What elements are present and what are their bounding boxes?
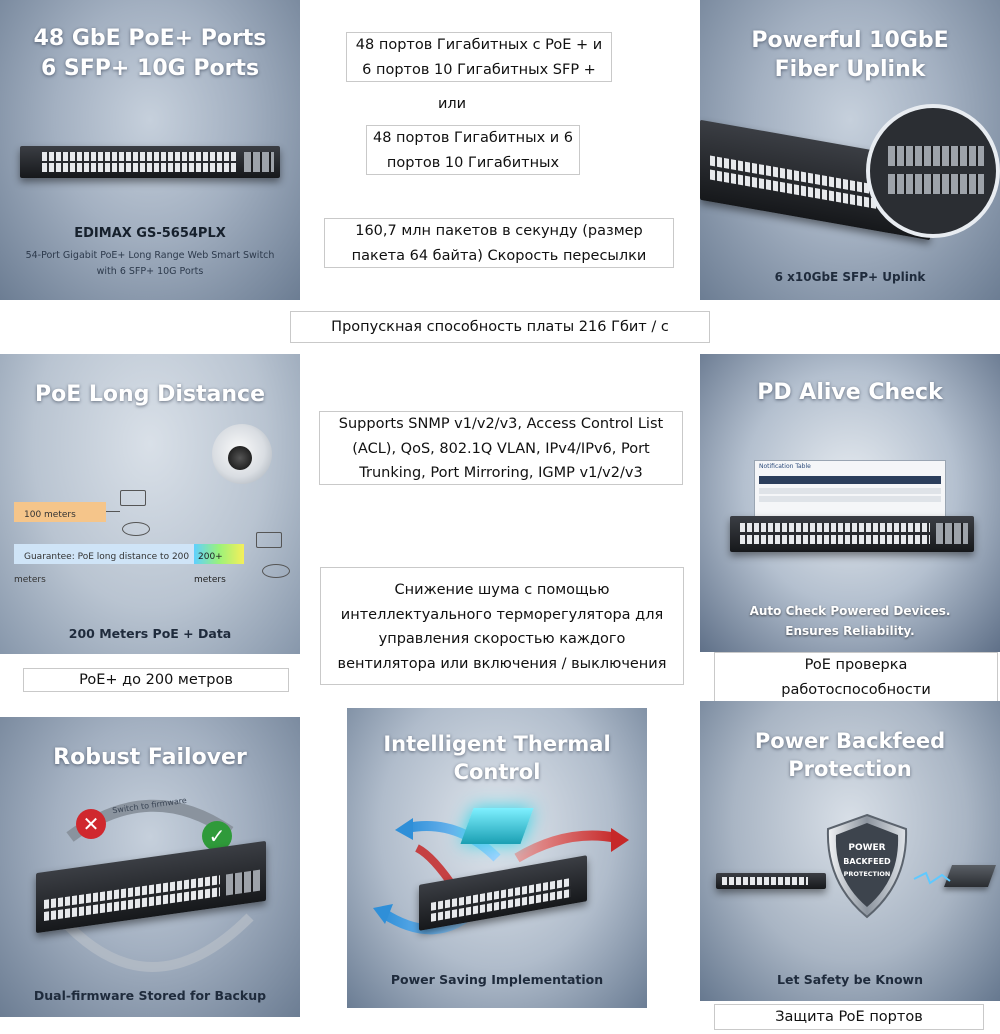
thermal-caption: Power Saving Implementation xyxy=(390,972,604,987)
notification-table-row xyxy=(759,496,941,502)
distance-bar-200m: Guarantee: PoE long distance to 200 mete… xyxy=(14,544,194,585)
ports-box-line1: 48 портов Гигабитных с PoE + и xyxy=(355,37,603,53)
poe-distance-caption: 200 Meters PoE + Data xyxy=(68,626,232,641)
pps-box: 160,7 млн пакетов в секунду (размер паке… xyxy=(324,218,674,268)
camera-lens-icon xyxy=(228,446,252,470)
backplane-text: Пропускная способность платы 216 Гбит / … xyxy=(331,319,669,335)
alt-ports-box: 48 портов Гигабитных и 6 портов 10 Гигаб… xyxy=(366,125,580,175)
distance-bar-100m: 100 meters xyxy=(14,502,106,522)
pps-line1: 160,7 млн пакетов в секунду (размер xyxy=(355,223,643,239)
pd-alive-title: PD Alive Check xyxy=(757,380,943,405)
alt-box-line2: портов 10 Гигабитных xyxy=(386,154,560,171)
sfp-port-bank xyxy=(888,174,984,194)
failover-title: Robust Failover xyxy=(53,745,247,770)
switch-image xyxy=(716,873,826,889)
ports-model: EDIMAX GS-5654PLX xyxy=(74,226,226,241)
airflow-arrows xyxy=(373,818,629,935)
ports-box-line2: 6 портов 10 Гигабитных SFP + xyxy=(362,61,596,78)
distance-100m-label: 100 meters xyxy=(24,510,76,520)
snmp-line1: Supports SNMP v1/v2/v3, Access Control L… xyxy=(338,416,664,432)
distance-bar-200m-plus: 200+ meters xyxy=(194,544,244,585)
pd-alive-caption-line1: Auto Check Powered Devices. xyxy=(749,604,951,618)
shield-icon xyxy=(826,813,908,919)
device-icon xyxy=(122,522,150,536)
panel-pd-alive: PD Alive Check Notification Table Auto C… xyxy=(700,354,1000,652)
pd-check-line2: работоспособности xyxy=(781,681,931,698)
ports-box: 48 портов Гигабитных с PoE + и 6 портов … xyxy=(346,32,612,82)
uplink-caption: 6 x10GbE SFP+ Uplink xyxy=(774,270,926,284)
panel-uplink: Powerful 10GbE Fiber Uplink 6 x10GbE SFP… xyxy=(700,0,1000,300)
poe-protect-box: Защита PoE портов xyxy=(714,1004,984,1030)
distance-guarantee-label: Guarantee: PoE long distance to 200 mete… xyxy=(14,552,190,585)
switch-port-bank xyxy=(740,535,930,544)
ports-desc-line2: with 6 SFP+ 10G Ports xyxy=(96,266,204,277)
pd-alive-caption-line2: Ensures Reliability. xyxy=(785,624,915,638)
noise-line3: управления скоростью каждого xyxy=(378,631,626,647)
backfeed-title-line2: Protection xyxy=(788,757,912,781)
distance-line-100m xyxy=(106,511,120,512)
uplink-title-line1: Powerful 10GbE xyxy=(751,28,949,53)
sfp-port-bank xyxy=(936,523,968,544)
poe200-text: PoE+ до 200 метров xyxy=(79,672,233,688)
device-icon xyxy=(120,490,146,506)
thermal-title-line1: Intelligent Thermal xyxy=(383,732,611,756)
device-icon xyxy=(262,564,290,578)
poe-protect-text: Защита PoE портов xyxy=(775,1009,923,1025)
switch-port-bank xyxy=(42,163,236,172)
snmp-line3: Trunking, Port Mirroring, IGMP v1/v2/v3 xyxy=(359,465,643,481)
backfeed-caption: Let Safety be Known xyxy=(777,972,923,987)
snmp-line2: (ACL), QoS, 802.1Q VLAN, IPv4/IPv6, Port xyxy=(352,440,650,457)
pps-line2: пакета 64 байта) Скорость пересылки xyxy=(351,247,647,264)
alt-box-line1: 48 портов Гигабитных и 6 xyxy=(372,130,574,146)
poe-distance-title: PoE Long Distance xyxy=(34,382,265,407)
distance-200m-label: 200+ meters xyxy=(194,552,226,585)
switch-port-bank xyxy=(740,523,930,532)
switch-port-bank xyxy=(722,877,808,885)
panel-thermal: Intelligent Thermal Control Power Saving… xyxy=(347,708,647,1008)
noise-line1: Снижение шума с помощью xyxy=(394,582,610,598)
or-label: или xyxy=(437,96,467,112)
noise-line4: вентилятора или включения / выключения xyxy=(337,655,667,672)
lightning-icon xyxy=(913,871,951,885)
switch-image xyxy=(730,516,974,552)
backfeed-title-line1: Power Backfeed xyxy=(754,729,946,753)
notification-table-title: Notification Table xyxy=(759,463,811,470)
sfp-port-bank xyxy=(244,152,274,172)
pd-check-box: PoE проверка работоспособности xyxy=(714,652,998,702)
sfp-port-bank xyxy=(888,146,984,166)
ports-title-line2: 6 SFP+ 10G Ports xyxy=(40,56,260,81)
notification-table-header xyxy=(759,476,941,484)
sfp-zoom-circle xyxy=(866,104,1000,238)
panel-backfeed: Power Backfeed Protection POWER BACKFEED… xyxy=(700,701,1000,1001)
panel-poe-distance: PoE Long Distance 100 meters Guarantee: … xyxy=(0,354,300,654)
switch-image xyxy=(20,146,280,178)
backplane-box: Пропускная способность платы 216 Гбит / … xyxy=(290,311,710,343)
ports-desc-line1: 54-Port Gigabit PoE+ Long Range Web Smar… xyxy=(25,250,275,261)
cross-icon: ✕ xyxy=(76,809,106,839)
sfp-port-bank xyxy=(226,869,260,896)
panel-ports: 48 GbE PoE+ Ports 6 SFP+ 10G Ports EDIMA… xyxy=(0,0,300,300)
noise-box: Снижение шума с помощью интеллектуальног… xyxy=(320,567,684,685)
device-icon xyxy=(256,532,282,548)
notification-table-screenshot: Notification Table xyxy=(754,460,946,526)
notification-table-row xyxy=(759,488,941,494)
thermal-title-line2: Control xyxy=(453,760,541,784)
shield-text-line3: PROTECTION xyxy=(843,870,891,878)
failover-caption: Dual-firmware Stored for Backup xyxy=(33,988,267,1003)
shield-text-line2: BACKFEED xyxy=(843,857,891,866)
shield-text-line1: POWER xyxy=(848,843,886,853)
ports-title-line1: 48 GbE PoE+ Ports xyxy=(33,26,267,51)
panel-failover: Robust Failover Switch to firmware ✕ ✓ D… xyxy=(0,717,300,1017)
noise-line2: интеллектуального терморегулятора для xyxy=(340,606,664,623)
uplink-title-line2: Fiber Uplink xyxy=(774,57,926,82)
poe200-box: PoE+ до 200 метров xyxy=(23,668,289,692)
switch-port-bank xyxy=(42,152,236,161)
pd-check-line1: PoE проверка xyxy=(804,657,908,673)
snmp-box: Supports SNMP v1/v2/v3, Access Control L… xyxy=(319,411,683,485)
